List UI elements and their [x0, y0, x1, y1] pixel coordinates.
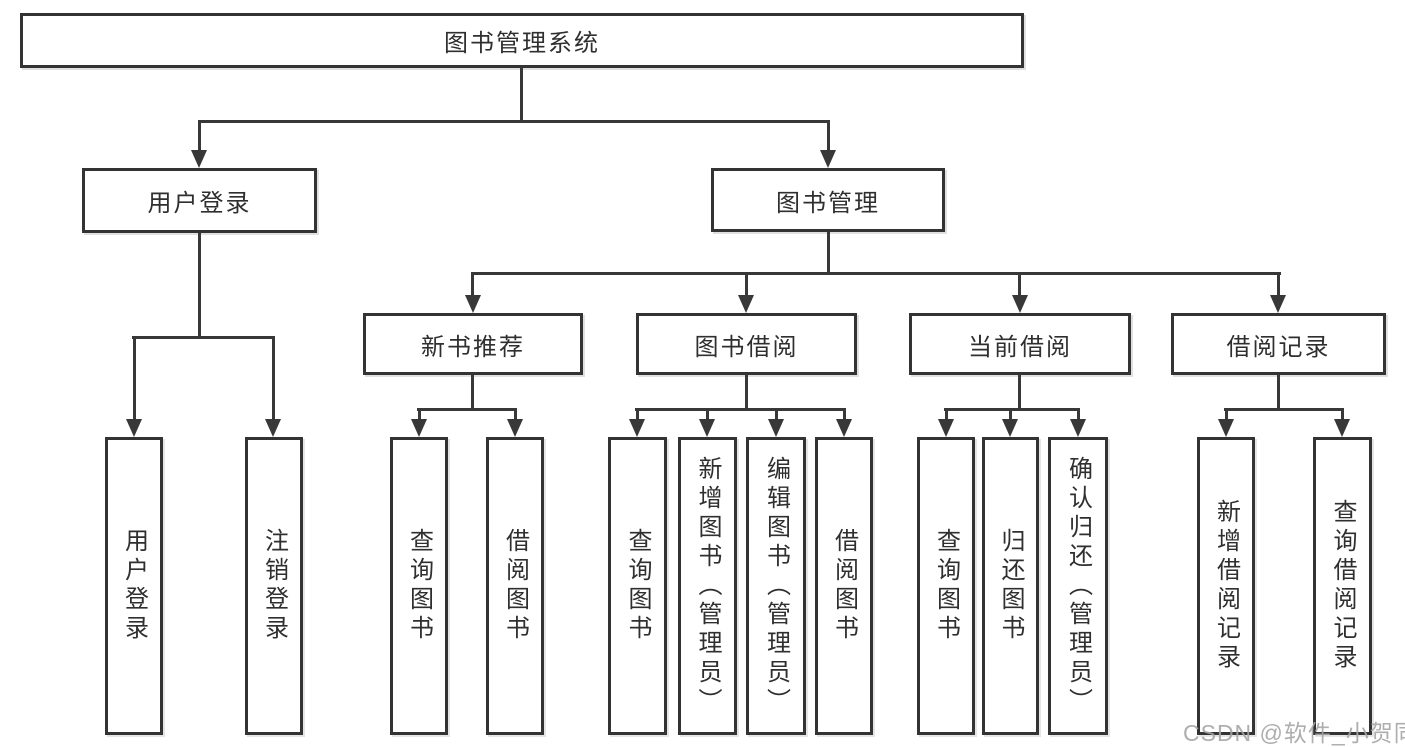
connector-line: [636, 408, 639, 421]
arrow-down-icon: [126, 419, 142, 437]
connector-line: [1341, 408, 1344, 421]
connector-line: [198, 120, 830, 123]
leaf-label: 借阅图书: [501, 528, 529, 644]
connector-line: [520, 68, 523, 120]
arrow-down-icon: [1012, 295, 1028, 313]
leaf-add-books-admin: 新增图书（管理员）: [678, 437, 737, 735]
arrow-down-icon: [465, 295, 481, 313]
leaf-label: 借阅图书: [830, 528, 858, 644]
node-label: 图书管理: [776, 189, 880, 217]
connector-line: [1018, 375, 1021, 408]
connector-line: [1009, 408, 1012, 421]
arrow-down-icon: [1270, 295, 1286, 313]
leaf-return-books: 归还图书: [982, 437, 1039, 735]
arrow-down-icon: [1334, 419, 1350, 437]
arrow-down-icon: [699, 419, 715, 437]
connector-line: [706, 408, 709, 421]
node-book-management: 图书管理: [711, 168, 945, 232]
leaf-label: 查询图书: [932, 528, 960, 644]
node-library-management-system: 图书管理系统: [20, 13, 1024, 68]
node-borrowing-records: 借阅记录: [1171, 313, 1386, 375]
node-label: 图书管理系统: [444, 30, 600, 57]
arrow-down-icon: [820, 150, 836, 168]
arrow-down-icon: [507, 419, 523, 437]
connector-line: [745, 375, 748, 408]
leaf-label: 归还图书: [997, 528, 1024, 644]
connector-line: [132, 336, 274, 339]
connector-line: [827, 120, 830, 152]
connector-line: [1277, 375, 1280, 408]
arrow-down-icon: [1070, 419, 1086, 437]
connector-line: [1224, 408, 1344, 411]
connector-line: [471, 272, 1281, 275]
arrow-down-icon: [938, 419, 954, 437]
arrow-down-icon: [629, 419, 645, 437]
connector-line: [1018, 272, 1021, 297]
connector-line: [471, 375, 474, 408]
connector-line: [471, 272, 474, 297]
connector-line: [272, 336, 275, 421]
arrow-down-icon: [1002, 419, 1018, 437]
connector-line: [1077, 408, 1080, 421]
node-label: 图书借阅: [694, 333, 799, 361]
node-label: 借阅记录: [1226, 333, 1331, 361]
leaf-label: 新增借阅记录: [1212, 499, 1240, 673]
arrow-down-icon: [411, 419, 427, 437]
node-label: 用户登录: [147, 190, 252, 217]
connector-line: [133, 336, 136, 421]
node-new-book-recommendation: 新书推荐: [363, 313, 583, 375]
arrow-down-icon: [191, 150, 207, 168]
connector-line: [635, 408, 845, 411]
leaf-label: 查询借阅记录: [1329, 499, 1356, 673]
leaf-query-books: 查询图书: [917, 437, 975, 735]
watermark: CSDN @软件_小贺同学: [1183, 720, 1405, 746]
connector-line: [418, 408, 421, 421]
arrow-down-icon: [738, 295, 754, 313]
connector-line: [945, 408, 948, 421]
connector-line: [198, 120, 201, 152]
leaf-query-borrow-record: 查询借阅记录: [1313, 437, 1372, 735]
arrow-down-icon: [768, 419, 784, 437]
leaf-confirm-return-admin: 确认归还（管理员）: [1048, 437, 1108, 735]
leaf-borrow-books: 借阅图书: [486, 437, 544, 735]
leaf-edit-books-admin: 编辑图书（管理员）: [746, 437, 806, 735]
connector-line: [843, 408, 846, 421]
leaf-label: 用户登录: [120, 528, 148, 644]
arrow-down-icon: [836, 419, 852, 437]
arrow-down-icon: [265, 419, 281, 437]
leaf-label: 确认归还（管理员）: [1064, 455, 1092, 717]
connector-line: [198, 233, 201, 336]
arrow-down-icon: [1218, 419, 1234, 437]
leaf-add-borrow-record: 新增借阅记录: [1197, 437, 1255, 735]
leaf-label: 编辑图书（管理员）: [762, 455, 790, 717]
node-current-borrowing: 当前借阅: [909, 313, 1131, 375]
leaf-query-books: 查询图书: [608, 437, 667, 735]
connector-line: [827, 232, 830, 272]
node-label: 当前借阅: [968, 333, 1072, 361]
connector-line: [1225, 408, 1228, 421]
leaf-label: 新增图书（管理员）: [694, 455, 721, 717]
leaf-label: 查询图书: [405, 528, 433, 644]
leaf-user-login: 用户登录: [105, 437, 163, 735]
node-book-borrowing: 图书借阅: [636, 313, 857, 375]
connector-line: [514, 408, 517, 421]
leaf-query-books: 查询图书: [390, 437, 448, 735]
leaf-borrow-books: 借阅图书: [815, 437, 873, 735]
connector-line: [417, 408, 517, 411]
connector-line: [745, 272, 748, 297]
connector-line: [1277, 272, 1280, 297]
leaf-label: 注销登录: [260, 528, 288, 644]
node-label: 新书推荐: [421, 333, 525, 361]
leaf-logout: 注销登录: [245, 437, 303, 735]
connector-line: [775, 408, 778, 421]
node-user-login: 用户登录: [82, 168, 317, 233]
leaf-label: 查询图书: [624, 528, 651, 644]
